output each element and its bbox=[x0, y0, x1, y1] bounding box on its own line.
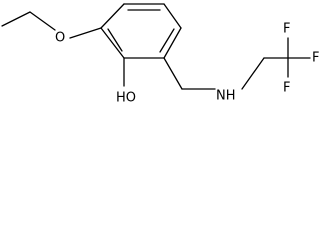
bond-oxygen-ring bbox=[69, 27, 102, 39]
atom-amine: NH bbox=[216, 89, 236, 104]
ring-double-bond bbox=[107, 28, 123, 52]
molecule-drawing: O HO NH F F F bbox=[1, 3, 319, 106]
bond-ethyl-oxygen bbox=[29, 11, 56, 31]
ring-bond bbox=[100, 27, 125, 59]
ring-bond bbox=[163, 3, 182, 29]
ring-double-bond bbox=[159, 28, 175, 53]
bond-ethyl bbox=[1, 11, 31, 27]
bond-amine-methylene bbox=[241, 57, 265, 90]
ring-bond bbox=[100, 3, 125, 29]
atom-fluorine-top: F bbox=[283, 22, 290, 37]
structure-diagram: O HO NH F F F bbox=[1, 3, 319, 106]
atom-hydroxyl: HO bbox=[116, 91, 136, 106]
atom-fluorine-bottom: F bbox=[283, 81, 290, 96]
atom-fluorine-right: F bbox=[312, 51, 319, 66]
ring-bond bbox=[163, 27, 182, 59]
bond-ring-methylene bbox=[163, 57, 183, 90]
atom-oxygen-ether: O bbox=[55, 31, 65, 46]
